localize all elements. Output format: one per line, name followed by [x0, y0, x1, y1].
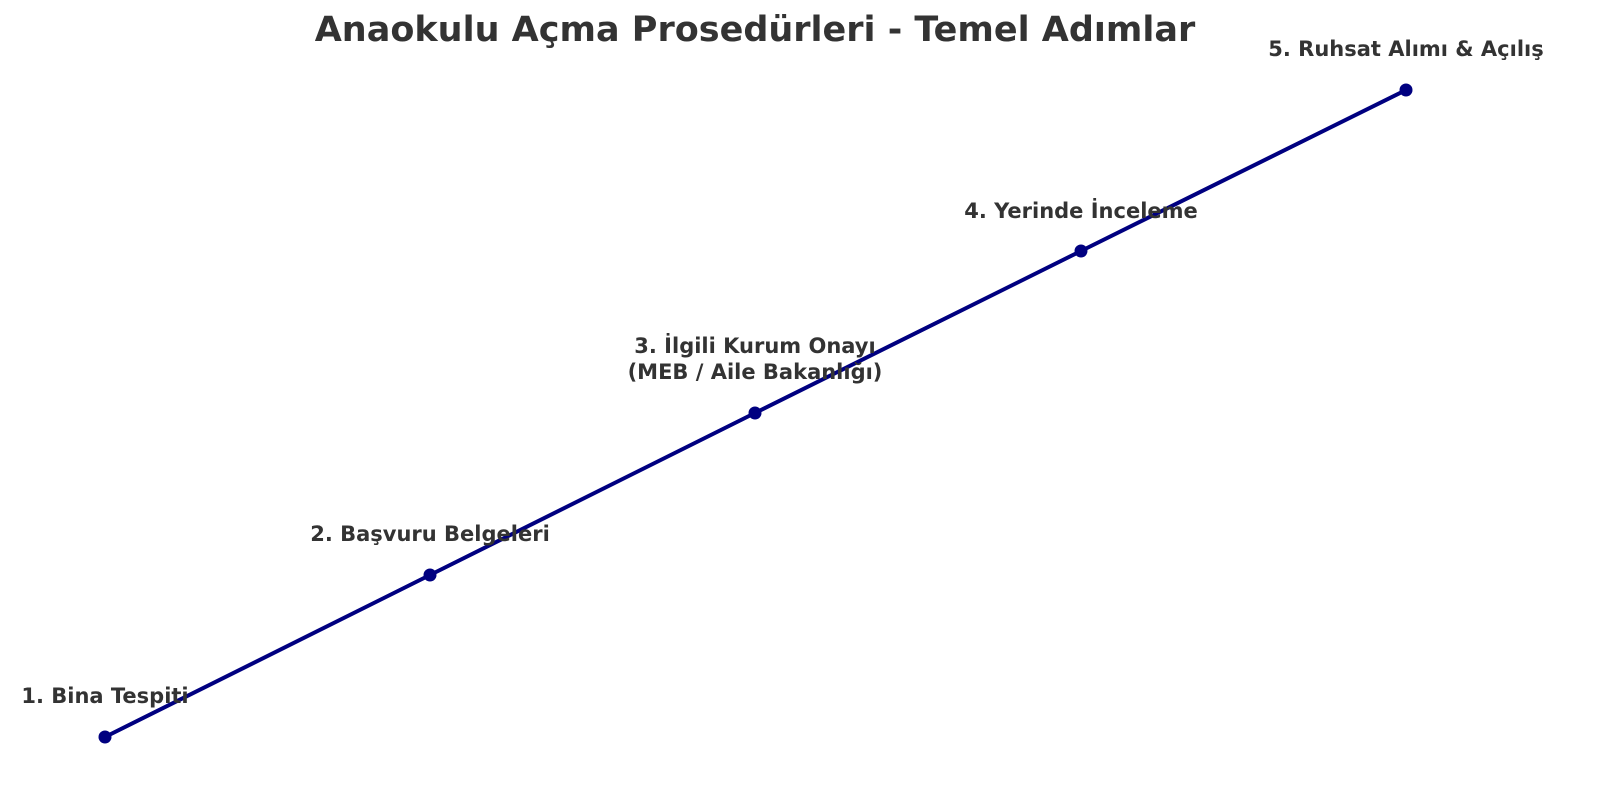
step-label-1: 1. Bina Tespiti — [21, 684, 189, 708]
step-label-3-line1: 3. İlgili Kurum Onayı — [634, 334, 876, 358]
step-label-4: 4. Yerinde İnceleme — [964, 199, 1198, 223]
step-label-5: 5. Ruhsat Alımı & Açılış — [1268, 37, 1544, 61]
step-marker-2 — [423, 568, 437, 582]
step-marker-1 — [98, 730, 112, 744]
step-label-2: 2. Başvuru Belgeleri — [310, 522, 550, 546]
step-marker-3 — [748, 406, 762, 420]
step-label-3-line2: (MEB / Aile Bakanlığı) — [627, 360, 883, 384]
step-label-3: 3. İlgili Kurum Onayı (MEB / Aile Bakanl… — [628, 333, 883, 385]
step-marker-5 — [1399, 83, 1413, 97]
step-marker-4 — [1074, 244, 1088, 258]
chart-title: Anaokulu Açma Prosedürleri - Temel Adıml… — [314, 10, 1196, 50]
